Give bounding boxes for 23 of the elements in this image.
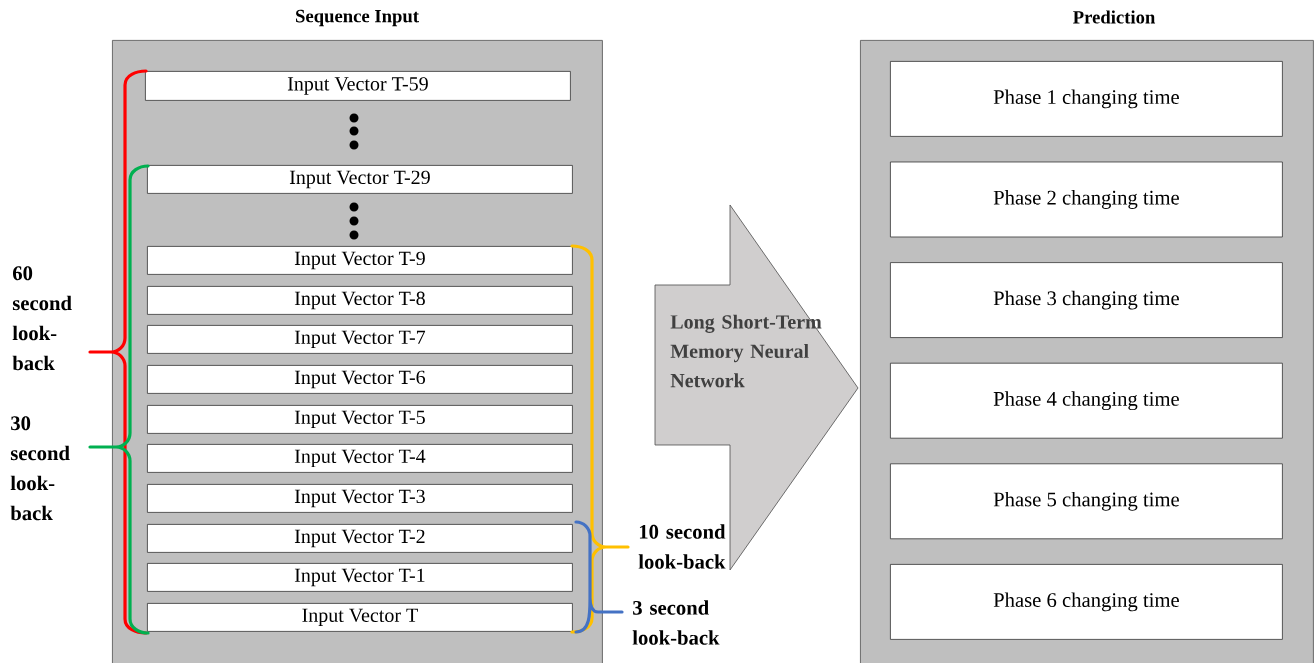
brace-label: 3 second look-back <box>632 600 720 645</box>
input-vector-box: Input Vector T-29 <box>147 165 573 194</box>
input-vector-box: Input Vector T-2 <box>147 524 573 553</box>
output-box: Phase 5 changing time <box>890 463 1283 540</box>
panel-title: Prediction <box>1073 10 1156 24</box>
input-vector-box: Input Vector T-4 <box>147 444 573 473</box>
panel-title: Sequence Input <box>296 9 419 27</box>
input-vector-box: Input Vector T-5 <box>147 405 573 434</box>
input-vector-box: Input Vector T-6 <box>147 365 573 394</box>
output-box: Phase 1 changing time <box>890 61 1283 137</box>
output-box: Phase 3 changing time <box>890 262 1283 338</box>
input-vector-box: Input Vector T <box>147 603 573 632</box>
input-vector-box: Input Vector T-3 <box>147 484 573 513</box>
input-vector-box: Input Vector T-7 <box>147 325 573 354</box>
input-vector-box: Input Vector T-1 <box>147 563 573 592</box>
input-vector-box: Input Vector T-8 <box>147 286 573 315</box>
input-vector-box: Input Vector T-59 <box>145 71 571 101</box>
output-box: Phase 2 changing time <box>890 161 1283 238</box>
input-vector-box: Input Vector T-9 <box>147 246 573 275</box>
output-box: Phase 4 changing time <box>890 362 1283 439</box>
brace-label: 30 second look-back <box>10 416 70 521</box>
output-box: Phase 6 changing time <box>890 564 1283 640</box>
brace-label: 60 second look-back <box>12 266 72 371</box>
